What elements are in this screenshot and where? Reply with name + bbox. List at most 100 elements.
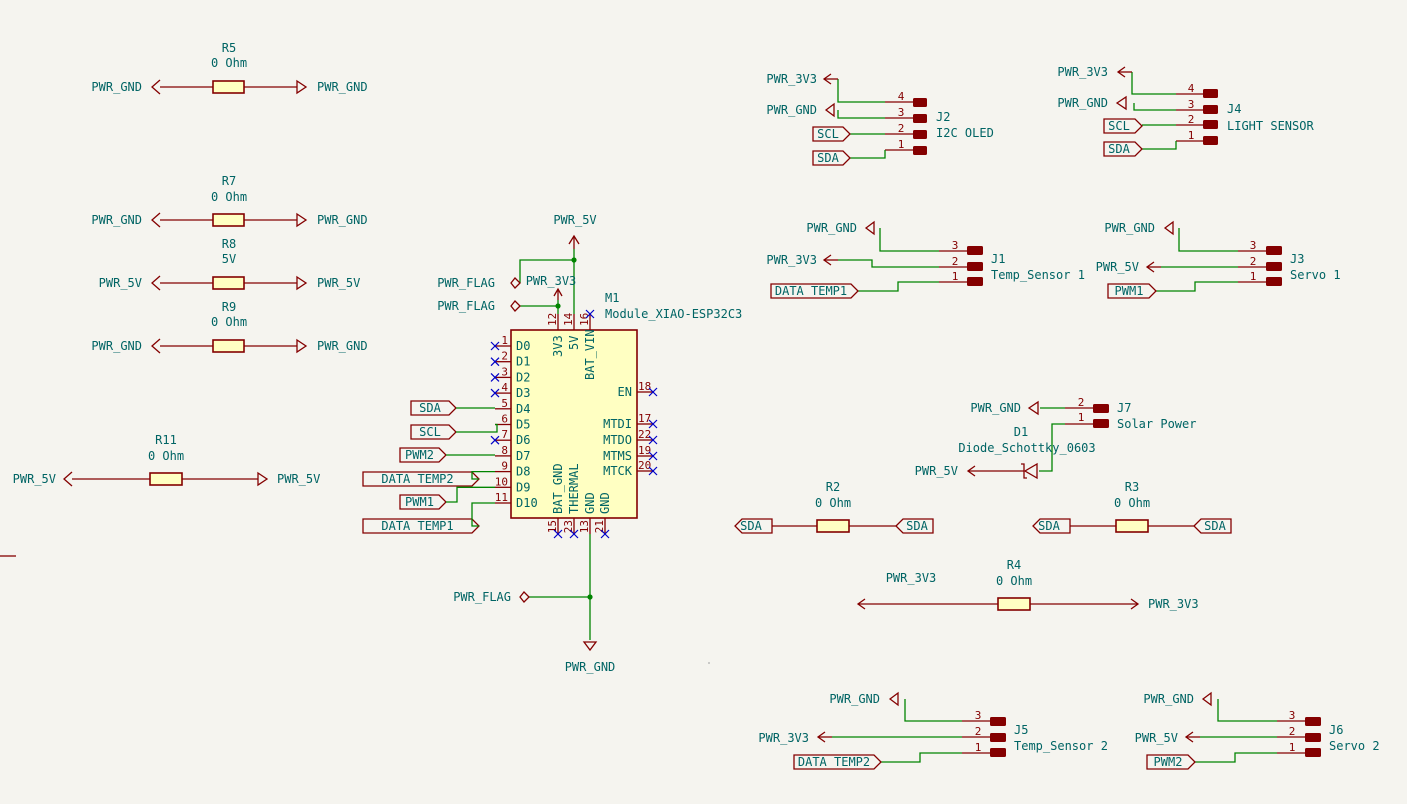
net-label: PWR_GND: [970, 401, 1021, 415]
pin-number: 3: [975, 709, 982, 722]
pin-name: D3: [516, 386, 530, 400]
pin-number: 3: [1250, 239, 1257, 252]
net-label: PWR_GND: [1057, 96, 1108, 110]
hier-label-text: PWM2: [405, 448, 434, 462]
connector-j4[interactable]: J4 LIGHT SENSOR 4 3 2 1 PWR_3V3 PWR_GND …: [1057, 65, 1314, 157]
resistor-value: 0 Ohm: [996, 574, 1032, 588]
pin-name: D0: [516, 339, 530, 353]
connector-ref: J2: [936, 110, 950, 124]
pin-number: 2: [1289, 725, 1296, 738]
pin-number: 21: [593, 520, 606, 533]
pin-number: 1: [952, 270, 959, 283]
hier-label: [399, 447, 447, 463]
diode-ref: D1: [1014, 425, 1028, 439]
pin-number: 3: [898, 106, 905, 119]
pin-number: 10: [495, 475, 508, 488]
resistor-r8[interactable]: R8 5V PWR_5V PWR_5V: [99, 237, 361, 291]
resistor-r5[interactable]: R5 0 Ohm PWR_GND PWR_GND: [91, 41, 368, 95]
hier-label-text: DATA TEMP1: [381, 519, 453, 533]
resistor-r9[interactable]: R9 0 Ohm PWR_GND PWR_GND: [91, 300, 368, 354]
pin-name: GND: [583, 492, 597, 514]
net-label: PWR_5V: [553, 213, 596, 227]
pin-name: 5V: [567, 336, 581, 350]
net-label: DATA TEMP1: [775, 284, 847, 298]
pin-number: 2: [1078, 396, 1085, 409]
resistor-r4[interactable]: R4 0 Ohm PWR_3V3 PWR_3V3: [856, 558, 1199, 611]
net-label: PWR_GND: [766, 103, 817, 117]
pin-name: EN: [618, 385, 632, 399]
pin-number: 7: [501, 428, 508, 441]
pin-name: THERMAL: [567, 463, 581, 514]
pin-number: 18: [638, 380, 651, 393]
resistor-r2[interactable]: R2 0 Ohm SDA SDA: [734, 480, 934, 534]
resistor-value: 5V: [222, 252, 236, 266]
pin-name: BAT_GND: [551, 463, 565, 514]
pin-name: D6: [516, 433, 530, 447]
no-connect-marker: [490, 372, 500, 382]
connector-j6[interactable]: J6 Servo 2 3 2 1 PWR_GND PWR_5V PWM2: [1135, 691, 1380, 770]
resistor-r7[interactable]: R7 0 Ohm PWR_GND PWR_GND: [91, 174, 368, 228]
pin-number: 2: [975, 725, 982, 738]
net-label: PWR_GND: [91, 213, 142, 227]
net-label: PWR_3V3: [886, 571, 937, 585]
no-connect-marker: [648, 419, 658, 429]
net-label: PWR_GND: [317, 80, 368, 94]
connector-value: Temp_Sensor 1: [991, 268, 1085, 282]
net-label: PWR_3V3: [1057, 65, 1108, 79]
connector-value: I2C OLED: [936, 126, 994, 140]
diode-value: Diode_Schottky_0603: [958, 441, 1095, 455]
net-label: PWR_GND: [565, 660, 616, 674]
no-connect-marker: [648, 387, 658, 397]
net-label: PWR_3V3: [766, 253, 817, 267]
net-label: PWR_GND: [317, 339, 368, 353]
net-label: PWR_GND: [829, 692, 880, 706]
connector-ref: J7: [1117, 401, 1131, 415]
net-label: SDA: [740, 519, 762, 533]
pin-name: MTMS: [603, 449, 632, 463]
connector-j3[interactable]: J3 Servo 1 3 2 1 PWR_GND PWR_5V PWM1: [1096, 220, 1341, 299]
resistor-value: 0 Ohm: [148, 449, 184, 463]
resistor-ref: R7: [222, 174, 236, 188]
pin-name: MTDI: [603, 417, 632, 431]
pin-number: 3: [952, 239, 959, 252]
pin-number: 15: [546, 520, 559, 533]
module-ref: M1: [605, 291, 619, 305]
pin-number: 2: [1250, 255, 1257, 268]
no-connect-marker: [600, 529, 610, 539]
net-label: PWR_5V: [1135, 731, 1178, 745]
no-connect-marker: [585, 309, 595, 319]
connector-j2[interactable]: J2 I2C OLED 4 3 2 1 PWR_3V3 PWR_GND SCL …: [766, 72, 994, 166]
connector-j7[interactable]: J7 Solar Power 2 1 PWR_GND: [970, 396, 1196, 472]
net-label: PWR_5V: [277, 472, 320, 486]
no-connect-marker: [648, 435, 658, 445]
no-connect-marker: [490, 388, 500, 398]
net-label: PWR_5V: [13, 472, 56, 486]
net-label: PWR_5V: [99, 276, 142, 290]
pin-number: 4: [898, 90, 905, 103]
pin-number: 1: [1188, 129, 1195, 142]
pwr-flag-label: PWR_FLAG: [437, 299, 495, 313]
pin-number: 4: [1188, 82, 1195, 95]
connector-ref: J5: [1014, 723, 1028, 737]
hier-label: [410, 424, 457, 440]
pin-number: 8: [501, 444, 508, 457]
connector-j5[interactable]: J5 Temp_Sensor 2 3 2 1 PWR_GND PWR_3V3 D…: [758, 691, 1108, 770]
resistor-value: 0 Ohm: [211, 315, 247, 329]
resistor-ref: R2: [826, 480, 840, 494]
connector-j1[interactable]: J1 Temp_Sensor 1 3 2 1 PWR_GND PWR_3V3 D…: [766, 220, 1085, 299]
hier-label: [399, 494, 447, 510]
pin-number: 1: [1289, 741, 1296, 754]
resistor-r11[interactable]: R11 0 Ohm PWR_5V PWR_5V: [13, 433, 321, 487]
net-label: PWR_GND: [1143, 692, 1194, 706]
pin-number: 1: [501, 334, 508, 347]
resistor-r3[interactable]: R3 0 Ohm SDA SDA: [1032, 480, 1232, 534]
resistor-ref: R3: [1125, 480, 1139, 494]
diode-d1[interactable]: D1 Diode_Schottky_0603 PWR_5V: [915, 425, 1096, 480]
net-label: PWR_GND: [1104, 221, 1155, 235]
net-label: SDA: [1204, 519, 1226, 533]
connector-ref: J6: [1329, 723, 1343, 737]
net-label: SDA: [1038, 519, 1060, 533]
no-connect-marker: [648, 451, 658, 461]
